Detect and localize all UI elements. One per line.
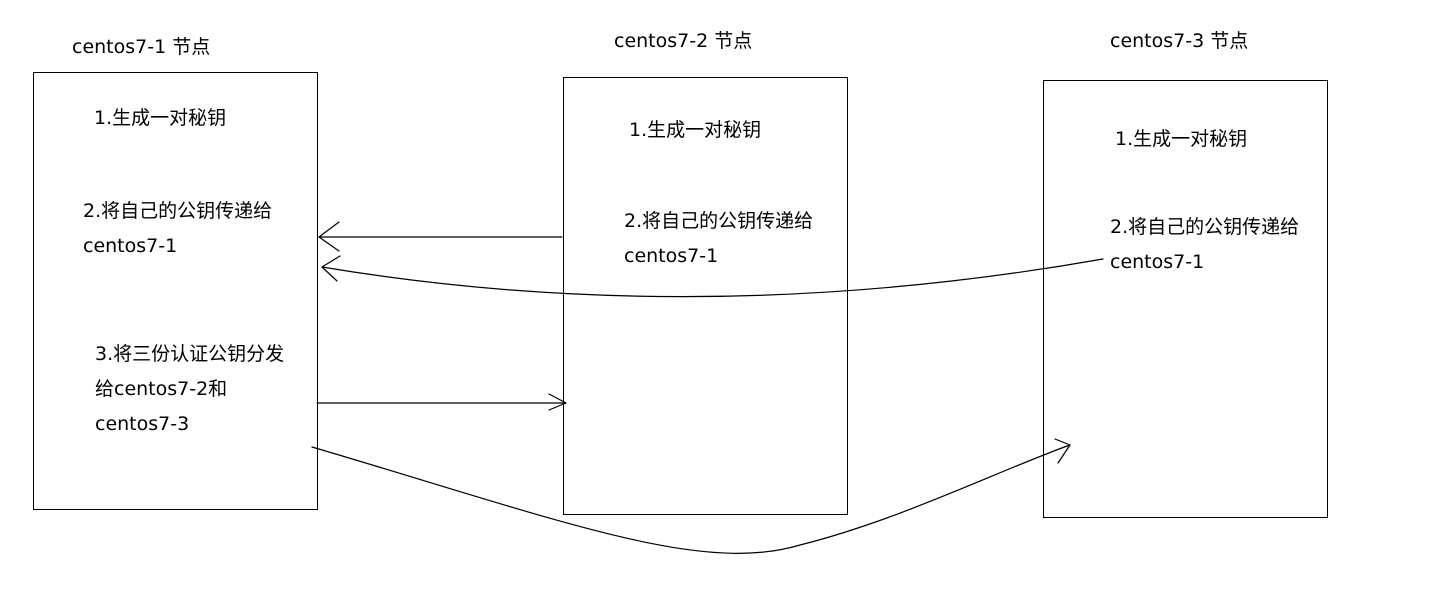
node-3-title: centos7-3 节点 (1110, 30, 1249, 52)
node-1-step-2: 2.将自己的公钥传递给 centos7-1 (83, 194, 272, 264)
arrow-node3-to-node1-head (321, 255, 341, 282)
node-1-step-3-line-1: 3.将三份认证公钥分发 (95, 343, 285, 365)
node-1-step-2-line-1: 2.将自己的公钥传递给 (83, 200, 273, 222)
node-2-step-1: 1.生成一对秘钥 (629, 113, 761, 148)
node-2-title: centos7-2 节点 (614, 30, 753, 52)
node-1-step-1-text: 1.生成一对秘钥 (94, 107, 227, 129)
node-2-step-1-text: 1.生成一对秘钥 (629, 119, 762, 141)
node-1-step-3-line-3: centos7-3 (95, 413, 190, 435)
arrow-node2-to-node1-head (318, 221, 340, 252)
node-1-title: centos7-1 节点 (72, 36, 211, 58)
node-3-step-2-line-2: centos7-1 (1110, 251, 1205, 273)
node-1-step-3: 3.将三份认证公钥分发 给centos7-2和 centos7-3 (95, 337, 284, 442)
node-3-step-2: 2.将自己的公钥传递给 centos7-1 (1110, 210, 1299, 280)
node-1-step-3-line-2: 给centos7-2和 (95, 378, 228, 400)
node-2-step-2-line-2: centos7-1 (624, 245, 719, 267)
node-3-step-1: 1.生成一对秘钥 (1115, 122, 1247, 157)
node-3-box (1043, 80, 1328, 518)
node-1-step-2-line-2: centos7-1 (83, 235, 178, 257)
node-2-step-2: 2.将自己的公钥传递给 centos7-1 (624, 204, 813, 274)
node-2-step-2-line-1: 2.将自己的公钥传递给 (624, 210, 814, 232)
node-3-step-2-line-1: 2.将自己的公钥传递给 (1110, 216, 1300, 238)
node-3-step-1-text: 1.生成一对秘钥 (1115, 128, 1248, 150)
node-1-step-1: 1.生成一对秘钥 (94, 101, 226, 136)
node-1-box (33, 72, 318, 510)
